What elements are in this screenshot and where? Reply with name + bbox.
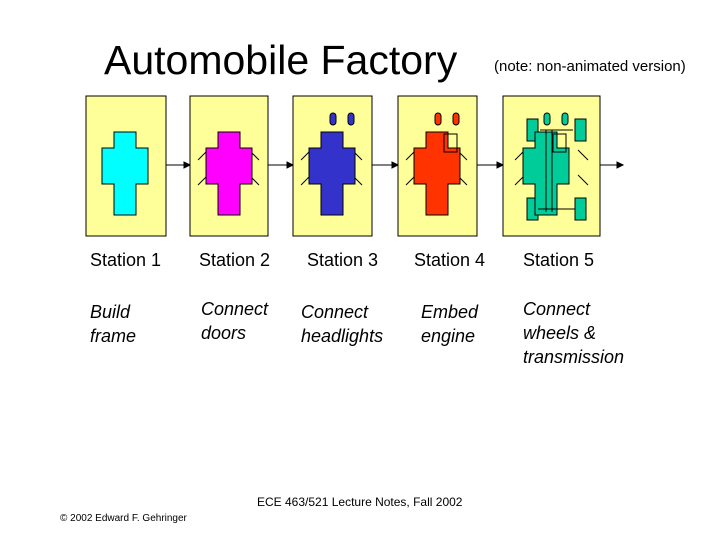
wheel-front-right <box>574 118 587 142</box>
car-with-doors <box>205 131 253 216</box>
station-1-task: Build frame <box>90 302 137 346</box>
wheel-front-left <box>526 118 539 142</box>
station-2-panel <box>189 95 269 237</box>
car-with-headlights <box>308 131 356 216</box>
station-3-task: Connect headlights <box>301 302 384 346</box>
station-2-task: Connect doors <box>201 299 269 343</box>
station-5-panel <box>502 95 601 237</box>
car-with-engine <box>413 131 461 216</box>
slide-title: Automobile Factory <box>104 37 458 83</box>
car-frame <box>101 131 149 216</box>
copyright-notice: © 2002 Edward F. Gehringer <box>60 513 187 524</box>
station-1-label: Station 1 <box>90 250 162 270</box>
station-4-label: Station 4 <box>414 250 486 270</box>
station-2-label: Station 2 <box>199 250 271 270</box>
headlight-left <box>329 112 337 126</box>
transmission-lines <box>538 129 575 212</box>
station-4-panel <box>397 95 478 237</box>
station-3-label: Station 3 <box>307 250 379 270</box>
wheel-rear-right <box>574 197 587 221</box>
station-5-task: Connect wheels & transmission <box>523 299 625 367</box>
assembly-line-diagram <box>85 95 625 237</box>
version-note: (note: non-animated version) <box>494 58 686 75</box>
station-1-panel <box>85 95 167 237</box>
headlight-right <box>347 112 355 126</box>
conveyor-arrows <box>166 161 625 169</box>
station-5-label: Station 5 <box>523 250 595 270</box>
engine-block <box>443 133 458 153</box>
course-footer: ECE 463/521 Lecture Notes, Fall 2002 <box>257 495 463 509</box>
station-4-task: Embed engine <box>421 302 479 346</box>
station-3-panel <box>292 95 373 237</box>
